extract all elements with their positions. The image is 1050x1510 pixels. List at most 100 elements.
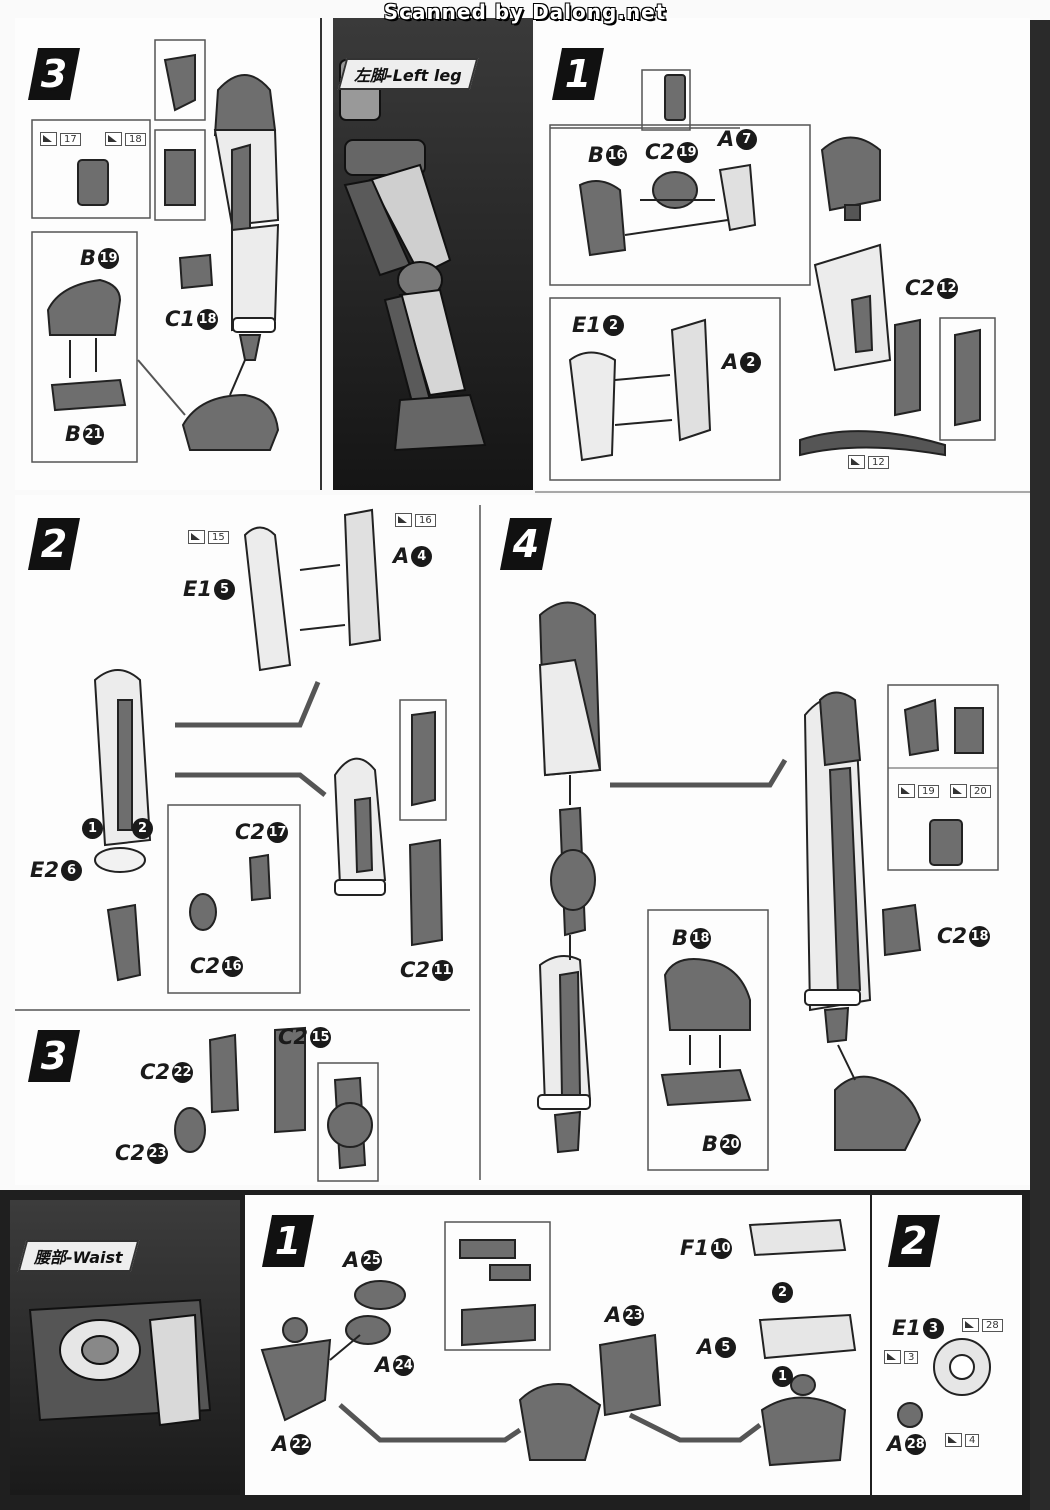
sticker-icon <box>188 530 205 544</box>
step3-top-badge: 3 <box>28 48 80 100</box>
part-code: C2 <box>115 1141 146 1165</box>
part-index: 15 <box>310 1026 332 1048</box>
part-index: 20 <box>720 1133 742 1155</box>
order-number: 1 <box>772 1366 793 1387</box>
order-number: 1 <box>82 818 103 839</box>
part-index: 28 <box>905 1433 927 1455</box>
step2-mid-number: 2 <box>40 522 68 566</box>
part-code: A <box>393 544 410 568</box>
part-code: C2 <box>190 954 221 978</box>
sticker-number: 20 <box>970 784 991 798</box>
order-number: 2 <box>132 818 153 839</box>
part-code: C2 <box>905 276 936 300</box>
sticker-number: 15 <box>208 530 229 544</box>
waist-step1-number: 1 <box>274 1219 302 1263</box>
sticker-icon <box>395 513 412 527</box>
sticker-icon <box>962 1318 979 1332</box>
part-index: 22 <box>172 1061 194 1083</box>
part-code: A <box>343 1248 360 1272</box>
order-mark-2: 2 <box>130 818 153 839</box>
part-code: C2 <box>235 820 266 844</box>
sticker-number: 12 <box>868 455 889 469</box>
left-leg-title: 左脚-Left leg <box>337 58 478 90</box>
sticker-icon <box>945 1433 962 1447</box>
part-code: B <box>702 1132 719 1156</box>
part-code: A <box>697 1335 714 1359</box>
step2-mid-badge: 2 <box>28 518 80 570</box>
part-index: 4 <box>411 545 433 567</box>
part-index: 7 <box>736 128 758 150</box>
order-mark-waist-2: 2 <box>770 1282 793 1303</box>
step1-top-badge: 1 <box>552 48 604 100</box>
sticker-number: 16 <box>415 513 436 527</box>
left-leg-title-text: 左脚-Left leg <box>354 66 462 85</box>
sticker-number: 19 <box>918 784 939 798</box>
part-code: B <box>65 422 82 446</box>
step3-mid-badge: 3 <box>28 1030 80 1082</box>
part-index: 5 <box>213 578 235 600</box>
part-code: C1 <box>165 307 196 331</box>
part-code: A <box>887 1432 904 1456</box>
part-index: 21 <box>83 423 105 445</box>
sticker-icon <box>898 784 915 798</box>
frame-right-strip <box>1030 20 1050 1510</box>
part-code: C2 <box>400 958 431 982</box>
part-code: A <box>375 1353 392 1377</box>
part-code: C2 <box>645 140 676 164</box>
part-code: A <box>605 1303 622 1327</box>
part-index: 2 <box>602 314 624 336</box>
order-number: 2 <box>772 1282 793 1303</box>
step4-badge: 4 <box>500 518 552 570</box>
part-index: 25 <box>361 1249 383 1271</box>
sticker-tag-28: 28 <box>962 1318 1003 1332</box>
sticker-number: 4 <box>965 1433 980 1447</box>
part-index: 19 <box>677 141 699 163</box>
part-index: 18 <box>969 925 991 947</box>
part-code: E2 <box>30 858 59 882</box>
waist-title: 腰部-Waist <box>17 1240 139 1272</box>
part-code: A <box>718 127 735 151</box>
part-index: 6 <box>60 859 82 881</box>
part-index: 23 <box>147 1142 169 1164</box>
sticker-tag-15: 15 <box>188 530 229 544</box>
sticker-tag-18: 18 <box>105 132 146 146</box>
part-index: 18 <box>197 308 219 330</box>
part-code: E1 <box>892 1316 921 1340</box>
part-code: C2 <box>140 1060 171 1084</box>
step4-number: 4 <box>512 522 540 566</box>
part-index: 19 <box>98 247 120 269</box>
part-code: E1 <box>572 313 601 337</box>
sticker-tag-12: 12 <box>848 455 889 469</box>
step1-top-number: 1 <box>564 52 592 96</box>
part-code: B <box>672 926 689 950</box>
sticker-icon <box>950 784 967 798</box>
sticker-tag-16: 16 <box>395 513 436 527</box>
waist-step1-badge: 1 <box>262 1215 314 1267</box>
part-index: 5 <box>715 1336 737 1358</box>
sticker-tag-4: 4 <box>945 1433 980 1447</box>
part-index: 2 <box>740 351 762 373</box>
